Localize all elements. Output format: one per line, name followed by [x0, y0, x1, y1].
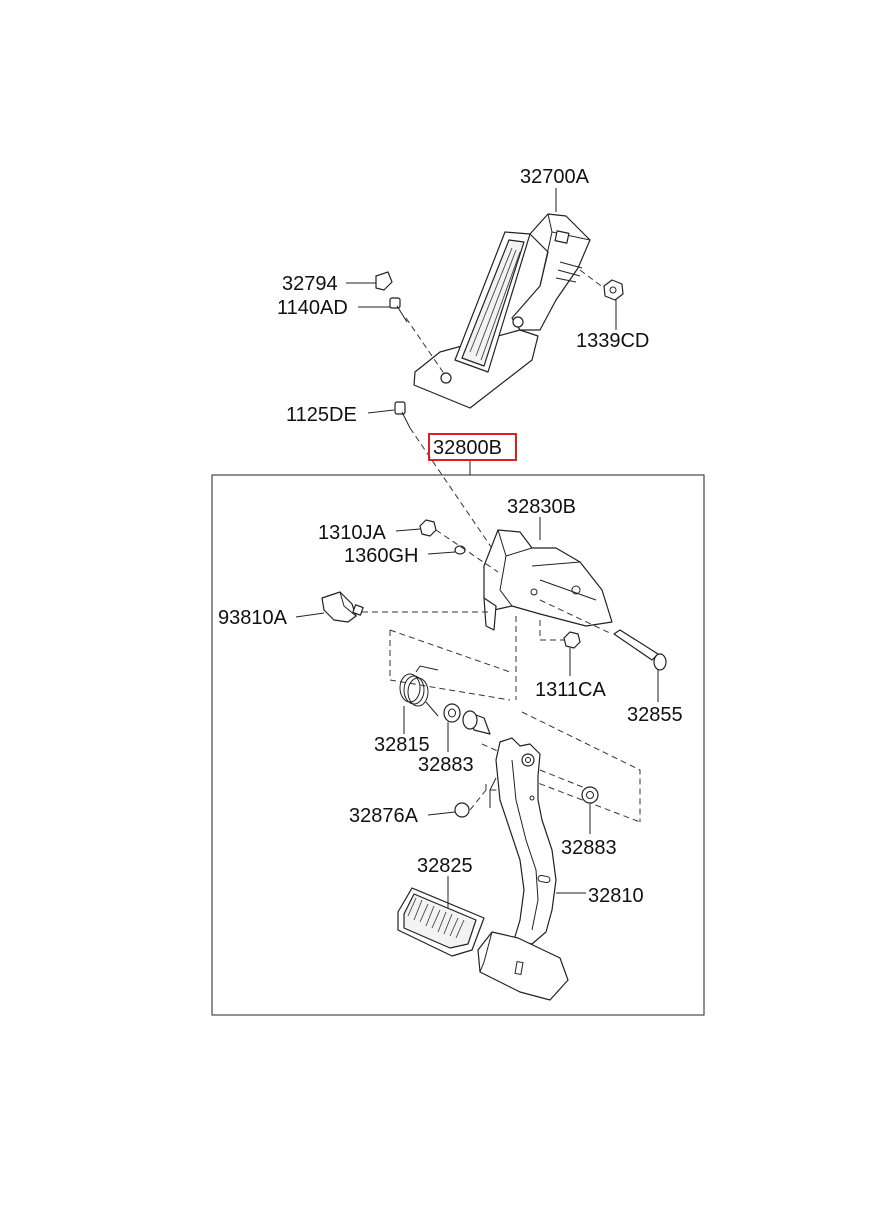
label-32825: 32825 — [417, 855, 473, 877]
bracket-32830B[interactable] — [483, 529, 613, 631]
leader-lines — [295, 188, 659, 908]
label-1140AD: 1140AD — [277, 297, 348, 319]
label-32883-lower: 32883 — [561, 837, 617, 859]
bolt-1140AD[interactable] — [389, 297, 408, 323]
washer-1360GH[interactable] — [454, 545, 466, 555]
label-1310JA: 1310JA — [318, 522, 386, 544]
highlight-box-32800B — [428, 433, 517, 461]
switch-93810A[interactable] — [321, 591, 364, 623]
spring-32815[interactable] — [399, 665, 439, 717]
label-32876A: 32876A — [349, 805, 419, 827]
bolt-1125DE[interactable] — [394, 401, 411, 429]
pedal-pad-32825[interactable] — [397, 887, 485, 957]
label-32800B[interactable]: 32800B — [433, 437, 502, 459]
bushing-32883-upper[interactable] — [443, 703, 461, 723]
accelerator-pedal-assembly[interactable] — [413, 213, 591, 409]
brake-pedal-assembly-frame — [211, 474, 705, 1016]
sleeve[interactable] — [462, 710, 491, 735]
label-32700A: 32700A — [520, 166, 590, 188]
label-32855: 32855 — [627, 704, 683, 726]
label-32810: 32810 — [588, 885, 644, 907]
nut-1339CD[interactable] — [603, 279, 624, 301]
label-32830B: 32830B — [507, 496, 576, 518]
label-1311CA: 1311CA — [535, 679, 606, 701]
label-32794: 32794 — [282, 273, 338, 295]
label-1339CD: 1339CD — [576, 330, 649, 352]
nut-1310JA[interactable] — [419, 519, 437, 537]
stopper-32794[interactable] — [375, 271, 393, 291]
stopper-32876A[interactable] — [454, 802, 470, 818]
label-32815: 32815 — [374, 734, 430, 756]
pin-32855[interactable] — [613, 629, 667, 671]
label-32883-upper: 32883 — [418, 754, 474, 776]
label-1125DE: 1125DE — [286, 404, 357, 426]
nut-1311CA[interactable] — [563, 631, 581, 649]
label-93810A: 93810A — [218, 607, 288, 629]
bushing-32883-lower[interactable] — [581, 786, 599, 804]
label-1360GH: 1360GH — [344, 545, 419, 567]
brake-pedal-arm-32810[interactable] — [477, 737, 569, 1001]
